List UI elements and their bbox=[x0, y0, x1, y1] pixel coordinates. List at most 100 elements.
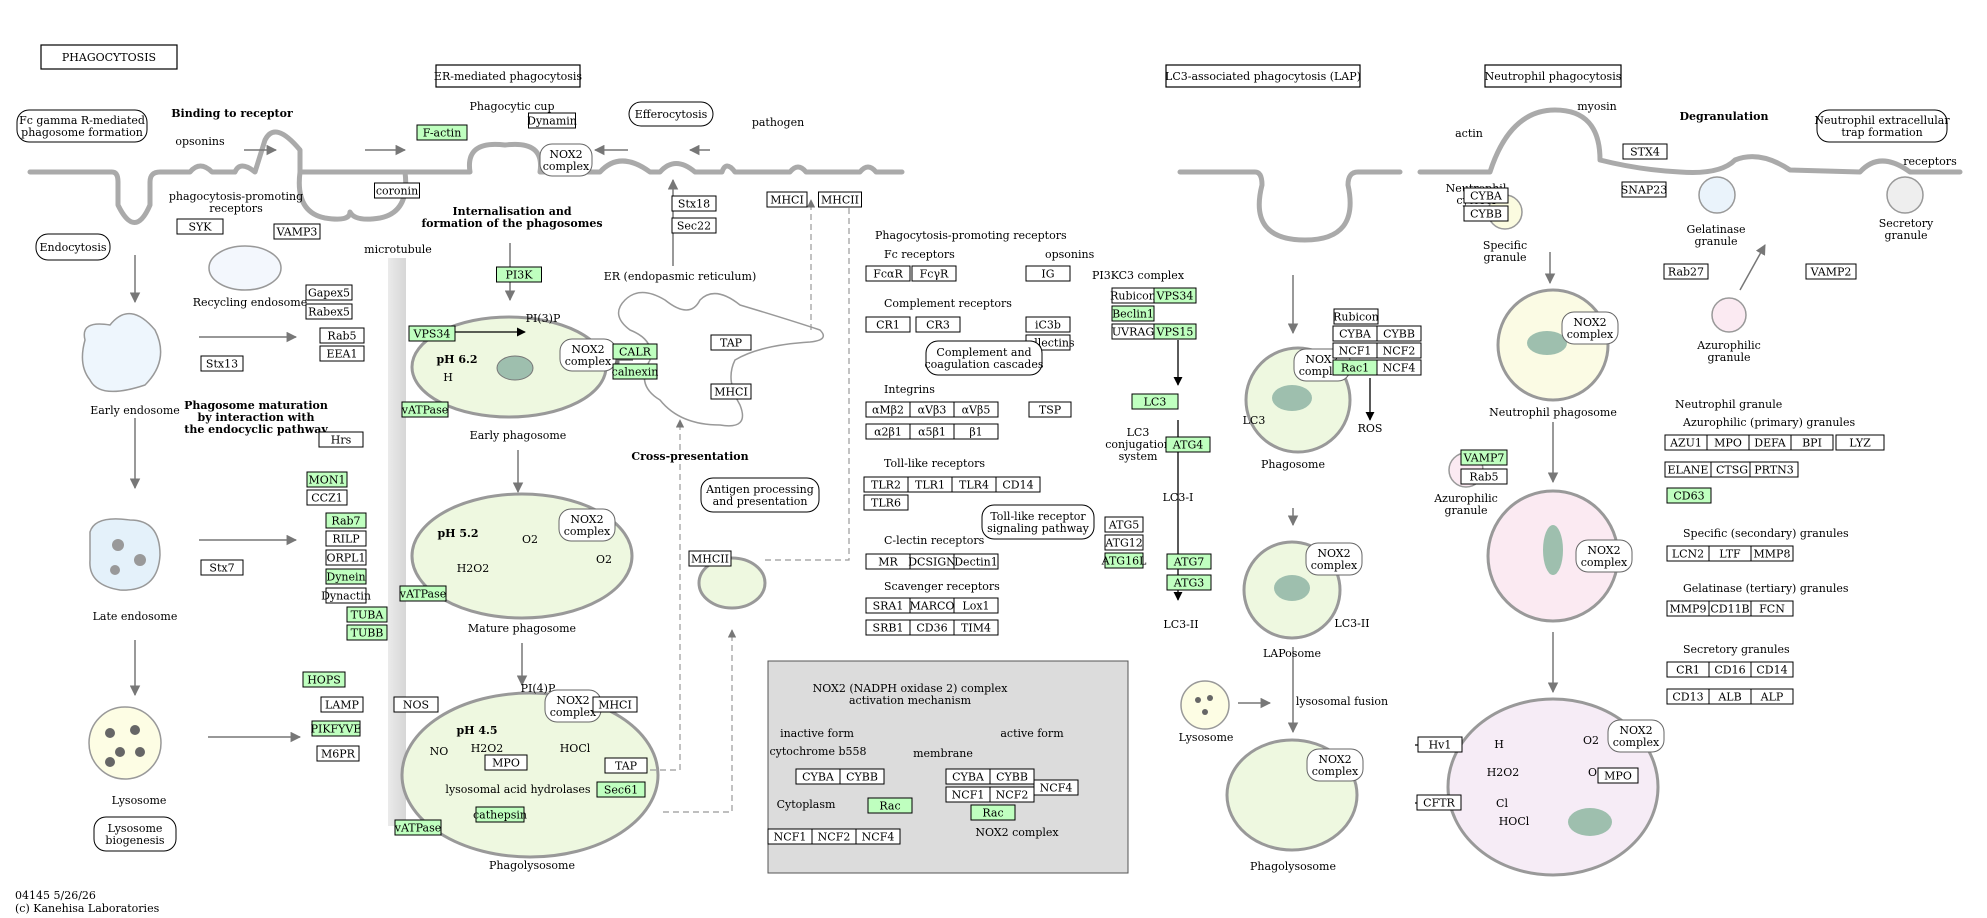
gene-cr3[interactable]: CR3 bbox=[915, 316, 961, 333]
gene-m6pr[interactable]: M6PR bbox=[316, 745, 360, 762]
gene-dectin1[interactable]: Dectin1 bbox=[953, 553, 999, 570]
map-link-efferocytosis[interactable]: Efferocytosis bbox=[628, 101, 714, 127]
gene-mhci[interactable]: MHCI bbox=[766, 191, 808, 208]
gene--v-5[interactable]: αVβ5 bbox=[953, 401, 999, 418]
gene-ncf1[interactable]: NCF1 bbox=[945, 786, 991, 803]
gene-cyba[interactable]: CYBA bbox=[1332, 325, 1378, 342]
gene-tlr1[interactable]: TLR1 bbox=[907, 476, 953, 493]
gene-cybb[interactable]: CYBB bbox=[839, 768, 885, 785]
gene-ltf[interactable]: LTF bbox=[1708, 545, 1752, 562]
gene-fcn[interactable]: FCN bbox=[1750, 600, 1794, 617]
gene-lamp[interactable]: LAMP bbox=[320, 696, 364, 713]
gene-mon1[interactable]: MON1 bbox=[306, 471, 348, 488]
gene-vps15[interactable]: VPS15 bbox=[1153, 323, 1197, 340]
gene-eea1[interactable]: EEA1 bbox=[319, 345, 365, 362]
gene-lcn2[interactable]: LCN2 bbox=[1666, 545, 1710, 562]
gene-mpo[interactable]: MPO bbox=[1706, 434, 1750, 451]
gene-hrs[interactable]: Hrs bbox=[318, 431, 364, 448]
gene-cybb[interactable]: CYBB bbox=[989, 768, 1035, 785]
gene-ncf2[interactable]: NCF2 bbox=[1376, 342, 1422, 359]
gene-ncf4[interactable]: NCF4 bbox=[855, 828, 901, 845]
gene-calnexin[interactable]: calnexin bbox=[612, 363, 659, 380]
gene-ncf4[interactable]: NCF4 bbox=[1376, 359, 1422, 376]
gene-mhci[interactable]: MHCI bbox=[710, 383, 752, 400]
gene-vps34[interactable]: VPS34 bbox=[408, 325, 456, 342]
gene-stx4[interactable]: STX4 bbox=[1622, 143, 1668, 160]
gene-marco[interactable]: MARCO bbox=[909, 597, 955, 614]
gene-rubicon[interactable]: Rubicon bbox=[1333, 308, 1379, 325]
gene-vamp2[interactable]: VAMP2 bbox=[1805, 263, 1857, 280]
gene-lyz[interactable]: LYZ bbox=[1835, 434, 1885, 451]
gene-atg5[interactable]: ATG5 bbox=[1104, 516, 1144, 533]
gene-cd16[interactable]: CD16 bbox=[1708, 661, 1752, 678]
gene-dcsign[interactable]: DCSIGN bbox=[908, 553, 956, 570]
gene-cyba[interactable]: CYBA bbox=[795, 768, 841, 785]
gene-rabex5[interactable]: Rabex5 bbox=[305, 303, 353, 320]
map-link-endocytosis[interactable]: Endocytosis bbox=[35, 233, 111, 261]
gene-mmp9[interactable]: MMP9 bbox=[1666, 600, 1710, 617]
gene-alb[interactable]: ALB bbox=[1708, 688, 1752, 705]
gene-atg4[interactable]: ATG4 bbox=[1165, 436, 1211, 453]
gene-tlr6[interactable]: TLR6 bbox=[863, 494, 909, 511]
gene-vatpase[interactable]: vATPase bbox=[401, 401, 449, 418]
gene-tap[interactable]: TAP bbox=[710, 334, 752, 351]
gene--m-2[interactable]: αMβ2 bbox=[865, 401, 911, 418]
gene--v-3[interactable]: αVβ3 bbox=[909, 401, 955, 418]
gene-cd14[interactable]: CD14 bbox=[1750, 661, 1794, 678]
gene-cybb[interactable]: CYBB bbox=[1463, 205, 1509, 222]
gene-fc-r[interactable]: FcγR bbox=[911, 265, 957, 282]
gene-rilp[interactable]: RILP bbox=[325, 530, 367, 547]
gene-ctsg[interactable]: CTSG bbox=[1710, 461, 1754, 478]
gene-atg16l[interactable]: ATG16L bbox=[1101, 552, 1147, 569]
gene-ncf2[interactable]: NCF2 bbox=[811, 828, 857, 845]
gene-stx7[interactable]: Stx7 bbox=[200, 559, 244, 576]
gene-ic3b[interactable]: iC3b bbox=[1025, 316, 1071, 333]
gene-cd14[interactable]: CD14 bbox=[995, 476, 1041, 493]
gene-tubb[interactable]: TUBB bbox=[346, 624, 388, 641]
gene--2-1[interactable]: α2β1 bbox=[865, 423, 911, 440]
gene-mhcii[interactable]: MHCII bbox=[818, 191, 862, 208]
gene-cd36[interactable]: CD36 bbox=[909, 619, 955, 636]
gene-dynamin[interactable]: Dynamin bbox=[527, 112, 577, 129]
gene-dynein[interactable]: Dynein bbox=[325, 568, 367, 585]
gene-tuba[interactable]: TUBA bbox=[346, 606, 388, 623]
gene-srb1[interactable]: SRB1 bbox=[865, 619, 911, 636]
gene-tim4[interactable]: TIM4 bbox=[953, 619, 999, 636]
gene-cd11b[interactable]: CD11B bbox=[1708, 600, 1752, 617]
gene-pikfyve[interactable]: PIKFYVE bbox=[311, 720, 362, 737]
gene-cyba[interactable]: CYBA bbox=[945, 768, 991, 785]
gene-stx18[interactable]: Stx18 bbox=[671, 195, 717, 212]
gene-hops[interactable]: HOPS bbox=[302, 671, 346, 688]
gene-tlr4[interactable]: TLR4 bbox=[951, 476, 997, 493]
gene-rab5[interactable]: Rab5 bbox=[1460, 468, 1508, 485]
gene-hv1[interactable]: Hv1 bbox=[1417, 736, 1463, 753]
gene-vatpase[interactable]: vATPase bbox=[394, 819, 442, 836]
gene-prtn3[interactable]: PRTN3 bbox=[1749, 461, 1799, 478]
gene-rab7[interactable]: Rab7 bbox=[325, 512, 367, 529]
gene-beclin1[interactable]: Beclin1 bbox=[1111, 305, 1155, 322]
gene-uvrag[interactable]: UVRAG bbox=[1111, 323, 1155, 340]
gene-elane[interactable]: ELANE bbox=[1664, 461, 1712, 478]
gene-ncf1[interactable]: NCF1 bbox=[1332, 342, 1378, 359]
gene-stx13[interactable]: Stx13 bbox=[200, 355, 244, 372]
gene-calr[interactable]: CALR bbox=[612, 343, 658, 360]
gene-vamp7[interactable]: VAMP7 bbox=[1460, 449, 1508, 466]
gene-sec61[interactable]: Sec61 bbox=[596, 781, 646, 798]
gene-atg7[interactable]: ATG7 bbox=[1166, 553, 1212, 570]
gene-ncf2[interactable]: NCF2 bbox=[989, 786, 1035, 803]
gene-nos[interactable]: NOS bbox=[393, 696, 439, 713]
gene-syk[interactable]: SYK bbox=[176, 218, 224, 235]
gene-rac[interactable]: Rac bbox=[867, 797, 913, 814]
gene-atg3[interactable]: ATG3 bbox=[1166, 574, 1212, 591]
gene-rubicon[interactable]: Rubicon bbox=[1110, 287, 1156, 304]
gene-orpl1[interactable]: ORPL1 bbox=[325, 549, 367, 566]
gene-bpi[interactable]: BPI bbox=[1790, 434, 1834, 451]
gene-azu1[interactable]: AZU1 bbox=[1664, 434, 1708, 451]
gene-vps34[interactable]: VPS34 bbox=[1153, 287, 1197, 304]
